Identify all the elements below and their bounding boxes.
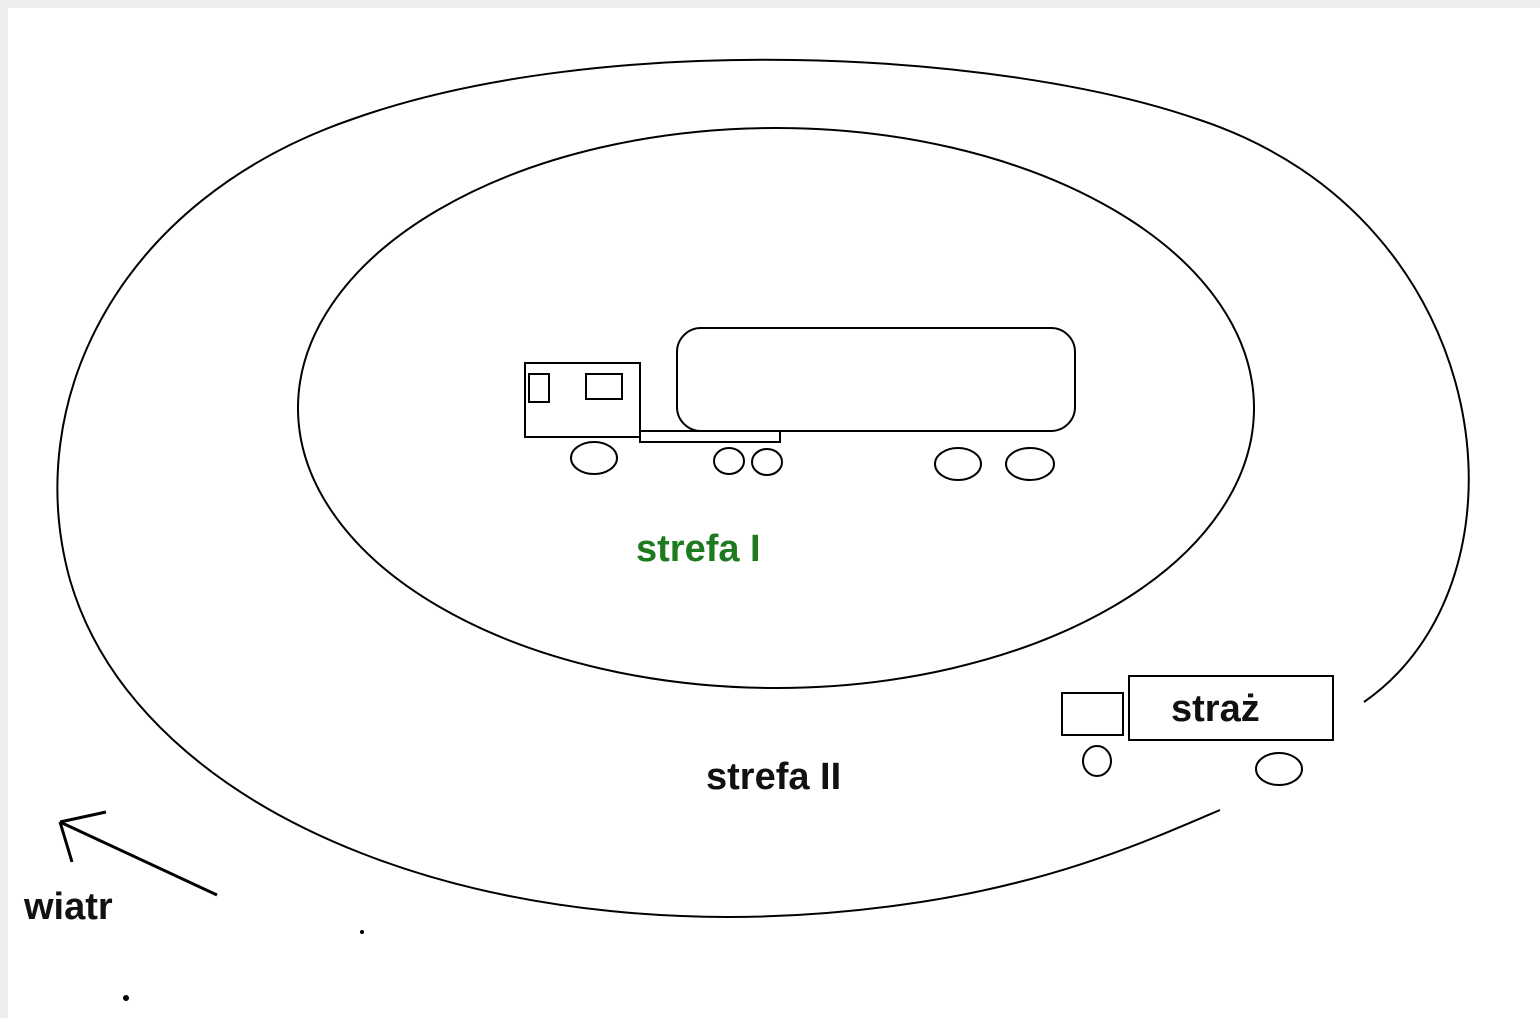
outer-zone-label: strefa II	[706, 756, 842, 798]
tanker-truck	[524, 327, 1076, 481]
wind-arrow-icon	[58, 810, 218, 897]
tanker-wheel	[751, 448, 783, 476]
stray-dot	[123, 995, 129, 1001]
fire-truck-body	[1128, 675, 1334, 741]
stray-dot	[360, 930, 364, 934]
tanker-wheel	[1005, 447, 1055, 481]
fire-truck-label: straż	[1171, 688, 1260, 730]
diagram-canvas	[8, 8, 1540, 1018]
tanker-cab-window	[585, 373, 623, 400]
tanker-cab-door-window	[528, 373, 550, 403]
outer-zone-boundary	[56, 58, 1470, 918]
tanker-tank	[676, 327, 1076, 432]
fire-truck	[1061, 675, 1334, 786]
fire-truck-wheel	[1082, 745, 1112, 777]
fire-truck-wheel	[1255, 752, 1303, 786]
inner-zone-label: strefa I	[636, 528, 761, 570]
fire-truck-cab	[1061, 692, 1124, 736]
wind-label: wiatr	[24, 886, 113, 928]
tanker-wheel	[713, 447, 745, 475]
tanker-wheel	[570, 441, 618, 475]
tanker-chassis	[639, 430, 781, 443]
tanker-cab	[524, 362, 641, 438]
inner-zone-boundary	[297, 127, 1255, 689]
tanker-wheel	[934, 447, 982, 481]
